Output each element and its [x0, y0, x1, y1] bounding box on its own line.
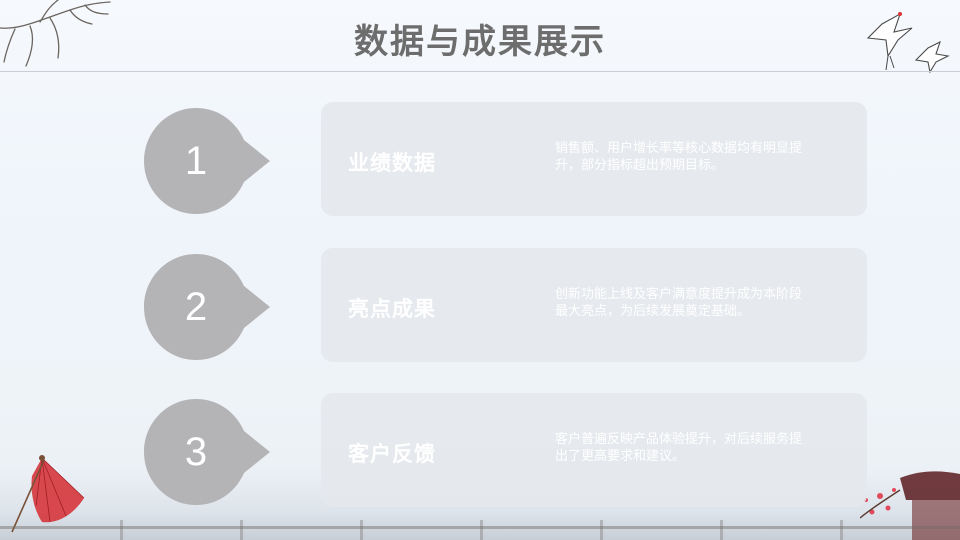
content-card [321, 248, 867, 362]
header-divider [0, 71, 960, 72]
content-card [321, 102, 867, 216]
card-heading: 亮点成果 [348, 297, 436, 321]
crane-birds-icon [866, 12, 950, 74]
card-description: 创新功能上线及客户满意度提升成为本阶段最大亮点，为后续发展奠定基础。 [555, 287, 803, 319]
content-card [321, 393, 867, 507]
badge-number: 1 [184, 138, 208, 183]
page-title: 数据与成果展示 [354, 22, 606, 62]
plum-blossom-pavilion-icon [860, 471, 960, 540]
list-item: 3 客户反馈 客户普遍反映产品体验提升，对后续服务提出了更高要求和建议。 [0, 393, 960, 508]
card-heading: 客户反馈 [348, 442, 436, 466]
fence-icon [0, 520, 960, 540]
card-description: 销售额、用户增长率等核心数据均有明显提升，部分指标超出预期目标。 [555, 141, 803, 173]
badge-number: 2 [184, 284, 208, 329]
bare-branch-icon [0, 0, 111, 67]
number-badge [144, 108, 270, 214]
number-badge [144, 254, 270, 360]
number-badge [144, 399, 270, 505]
card-description: 客户普遍反映产品体验提升，对后续服务提出了更高要求和建议。 [555, 432, 803, 464]
card-heading: 业绩数据 [348, 151, 436, 175]
list-item: 1 业绩数据 销售额、用户增长率等核心数据均有明显提升，部分指标超出预期目标。 [0, 102, 960, 217]
list-item: 2 亮点成果 创新功能上线及客户满意度提升成为本阶段最大亮点，为后续发展奠定基础… [0, 248, 960, 363]
paper-umbrella-icon [11, 455, 85, 533]
badge-number: 3 [184, 429, 208, 474]
